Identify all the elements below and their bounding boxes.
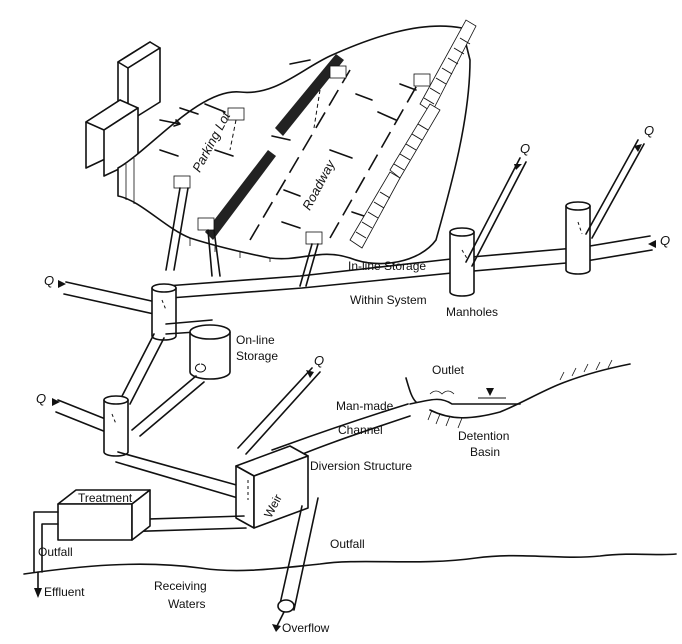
q-label-left-top: Q — [44, 273, 55, 288]
building — [85, 41, 161, 177]
within-system-label: Within System — [350, 293, 427, 307]
channel-label: Channel — [338, 423, 383, 437]
q-label-right: Q — [660, 233, 671, 248]
pipe-to-diversion — [115, 451, 241, 499]
overflow-label: Overflow — [282, 621, 330, 635]
q-label-manhole-2: Q — [644, 123, 655, 138]
outfall-right-label: Outfall — [330, 537, 365, 551]
detention-label-1: Detention — [458, 429, 510, 443]
receiving-waters-shore — [23, 553, 677, 575]
receiving-waters-label-1: Receiving — [154, 579, 207, 593]
inline-storage-label: In-line Storage — [348, 259, 427, 273]
treatment-box — [57, 489, 151, 541]
junction-2 — [55, 395, 129, 457]
diversion-box — [235, 445, 309, 529]
manholes-shapes — [449, 201, 591, 297]
receiving-waters-label-2: Waters — [168, 597, 206, 611]
effluent-label: Effluent — [44, 585, 85, 599]
drop-pipes — [165, 89, 321, 287]
q-label-manhole-1: Q — [520, 141, 531, 156]
treatment-label: Treatment — [78, 491, 133, 505]
online-storage-label-1: On-line — [236, 333, 275, 347]
curbs — [205, 19, 477, 249]
manhole-inflows — [465, 139, 645, 267]
detention-basin — [405, 359, 631, 429]
downstream-pipes — [119, 333, 205, 437]
online-storage-label-2: Storage — [236, 349, 279, 363]
overflow-pipe — [272, 497, 319, 632]
q-inflow-diversion — [237, 367, 321, 455]
outfall-pipe-left — [33, 511, 59, 598]
diversion-structure-label: Diversion Structure — [310, 459, 413, 473]
outfall-left-label: Outfall — [38, 545, 73, 559]
junction-1 — [63, 281, 177, 341]
q-label-left-bottom: Q — [36, 391, 47, 406]
manholes-label: Manholes — [446, 305, 499, 319]
man-made-label: Man-made — [336, 399, 394, 413]
inlet-grates — [173, 65, 431, 245]
outlet-label: Outlet — [432, 363, 465, 377]
online-storage-shape — [165, 319, 231, 380]
q-label-diversion: Q — [314, 353, 325, 368]
detention-label-2: Basin — [470, 445, 501, 459]
